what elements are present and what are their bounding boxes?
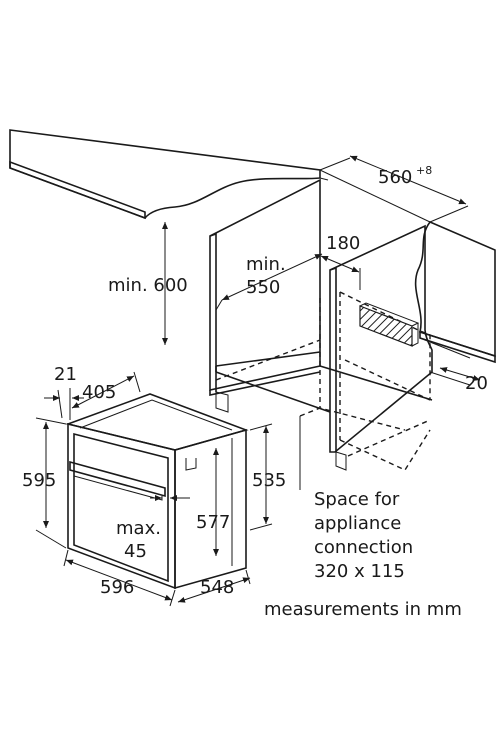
connection-callout: Space for appliance connection 320 x 115 (299, 416, 413, 582)
dim-depth-548: 548 (177, 569, 251, 603)
label-21: 21 (54, 364, 77, 385)
units-note: measurements in mm (264, 599, 462, 620)
label-180: 180 (326, 233, 360, 254)
oven-body (65, 393, 249, 590)
label-595: 595 (22, 470, 56, 491)
label-space-for: Space for (314, 489, 400, 510)
label-550: 550 (246, 277, 280, 298)
dim-min-height: min. 600 (108, 222, 188, 345)
label-min: min. (246, 254, 286, 275)
dim-front-panel: 21 (44, 364, 84, 420)
dim-min-depth: min. 550 (215, 253, 323, 311)
dim-niche-depth: 180 (319, 233, 361, 290)
appliance-connection-space (359, 302, 420, 347)
label-405: 405 (82, 382, 116, 403)
label-320x115: 320 x 115 (314, 561, 405, 582)
cabinet-hidden-edges (215, 291, 431, 471)
label-min-600: min. 600 (108, 275, 188, 296)
label-548: 548 (200, 577, 234, 598)
dim-height-577: 577 (196, 448, 230, 556)
dim-cutout-width: 560 +8 (319, 155, 469, 223)
label-20: 20 (465, 373, 488, 394)
label-535: 535 (252, 470, 286, 491)
label-560-tolerance: +8 (416, 164, 432, 177)
dim-depth-405: 405 (71, 371, 141, 409)
label-45: 45 (124, 541, 147, 562)
dim-height-535: 535 (249, 423, 286, 531)
label-appliance: appliance (314, 513, 401, 534)
countertop-right (414, 221, 496, 364)
label-596: 596 (100, 577, 134, 598)
dim-max-45: max. 45 (116, 495, 190, 562)
label-560: 560 (378, 167, 412, 188)
dim-gap-right: 20 (419, 337, 488, 394)
label-577: 577 (196, 512, 230, 533)
countertop-left (9, 129, 321, 220)
dim-height-595: 595 (22, 417, 67, 549)
cabinet-floor (215, 351, 433, 413)
cabinet-right-panel (329, 224, 433, 471)
cabinet-back-edges (319, 169, 431, 223)
dim-width-596: 596 (63, 549, 176, 607)
label-max: max. (116, 518, 161, 539)
label-connection: connection (314, 537, 413, 558)
